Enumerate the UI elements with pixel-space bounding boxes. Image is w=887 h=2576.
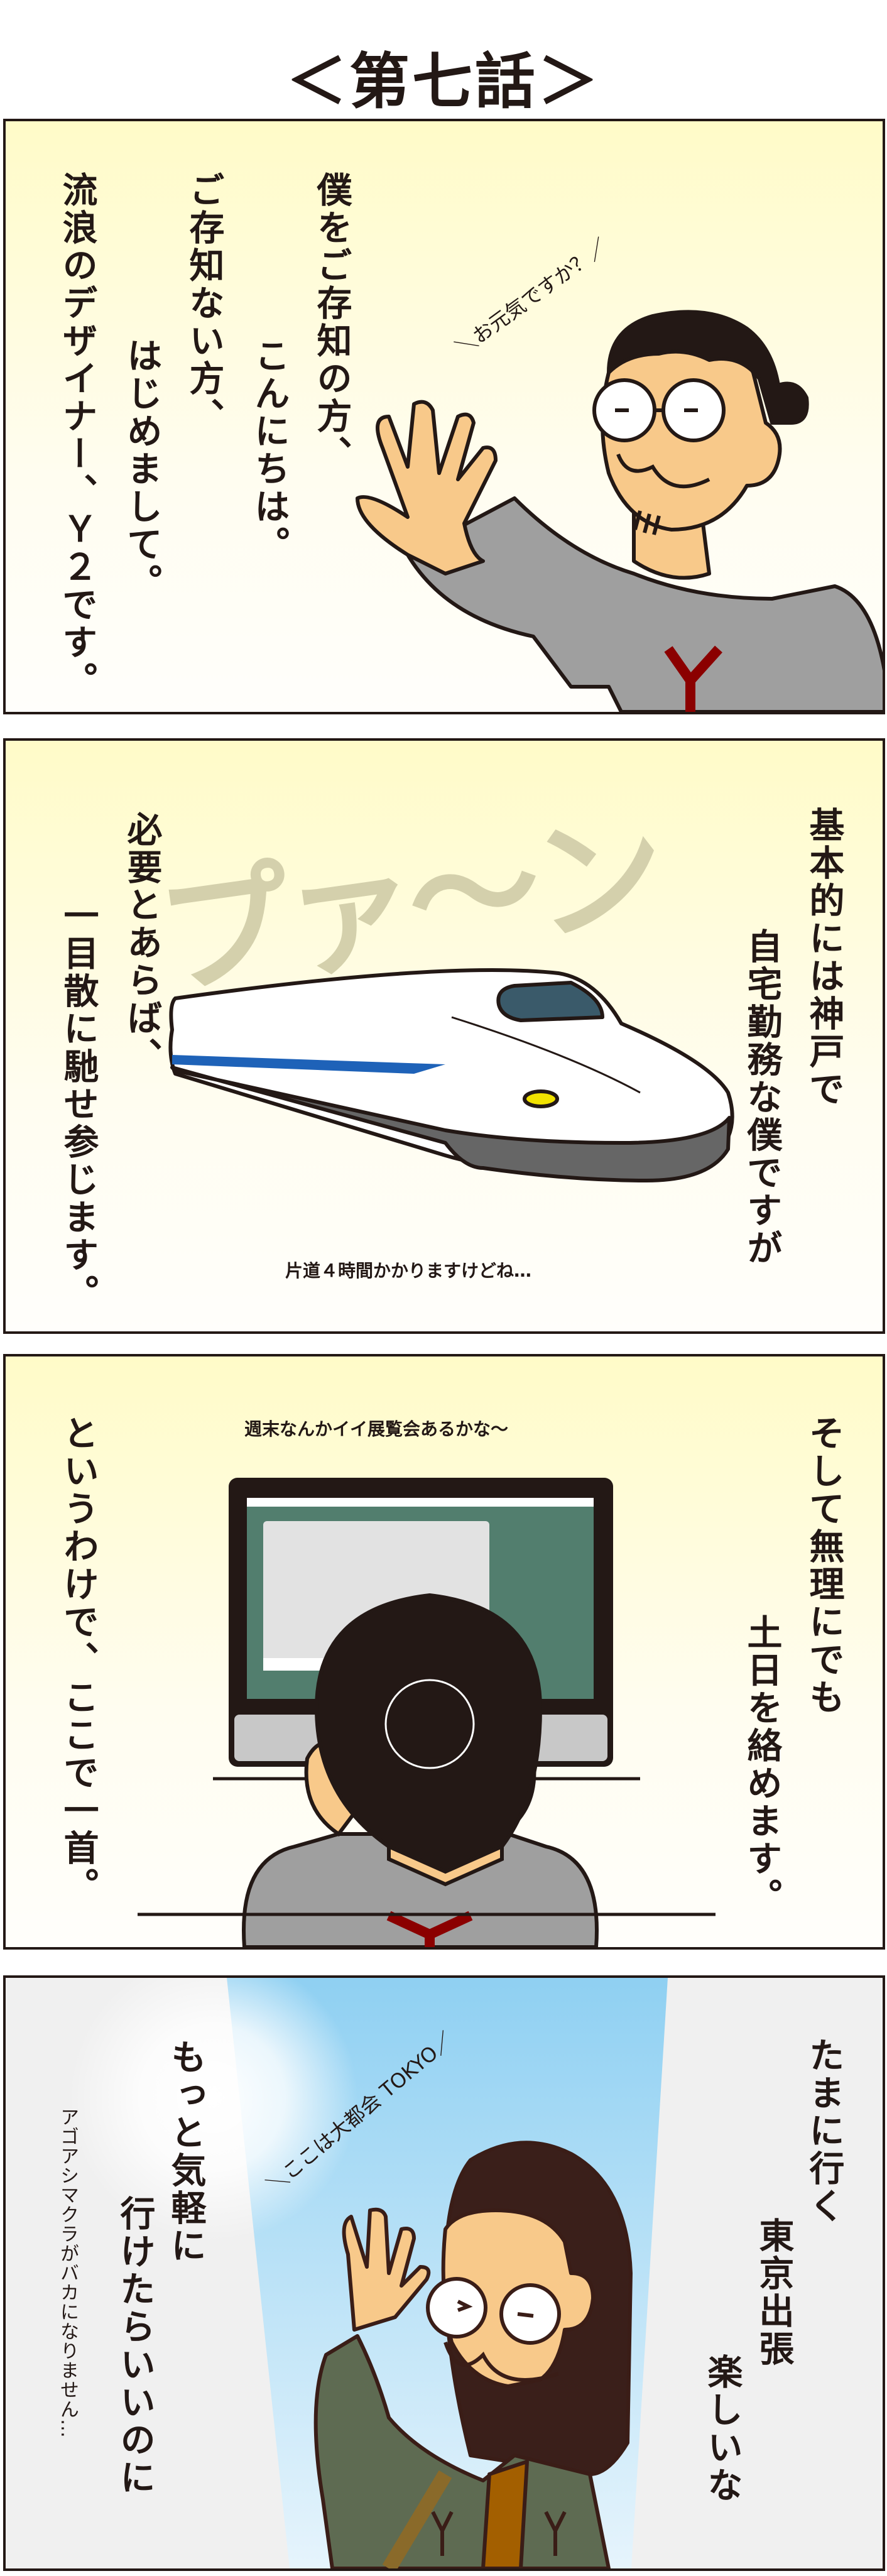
narration-line: 自宅勤務な僕ですが [741, 928, 782, 1267]
narration-line: そして無理にでも [803, 1415, 844, 1716]
narration-line: たまに行く [803, 2037, 844, 2225]
narration-line: 僕をご存知の方、 [311, 172, 352, 473]
bullet-train-illustration [168, 968, 734, 1182]
narration-line: もっと気軽に [165, 2039, 206, 2265]
tokyo-character-illustration [68, 1978, 668, 2568]
aside-text: 片道４時間かかりますけどね… [285, 1260, 532, 1281]
narration-line: こんにちは。 [249, 337, 290, 564]
narration-line: 東京出張 [753, 2217, 794, 2368]
narration-line: 一目散に馳せ参じます。 [58, 897, 99, 1312]
comic-panel-4: ＼ここは大都会 TOKYO／ たまに行く 東京出張 楽しいな もっと気軽に 行け… [3, 1975, 885, 2571]
narration-line: 基本的には神戸で [803, 807, 844, 1108]
y-logo-icon [386, 1911, 473, 1947]
narration-line: というわけで、ここで一首。 [58, 1415, 99, 1905]
narration-line: 行けたらいいのに [114, 2195, 155, 2497]
waving-character-illustration [356, 310, 883, 712]
narration-line: ご存知ない方、 [183, 172, 224, 435]
narration-line: 楽しいな [702, 2354, 743, 2504]
desk-computer-illustration [138, 1478, 716, 1947]
y-logo-icon [664, 645, 722, 712]
comic-panel-3: 週末なんかイイ展覧会あるかな〜 そして無理にでも 土日を絡めます。 というわけで… [3, 1354, 885, 1950]
narration-line: はじめまして。 [121, 337, 162, 601]
narration-line: 土日を絡めます。 [741, 1614, 782, 1916]
narration-line: 必要とあらば、 [121, 811, 162, 1075]
narration-line: 流浪のデザイナー、Ｙ２です。 [57, 172, 97, 699]
aside-text: アゴアシマクラがバカになりません… [57, 2107, 79, 2438]
sun-glare [68, 1978, 357, 2242]
comic-panel-2: プァ〜ン 基本的には神戸で 自宅勤務な僕ですが 必要とあらば、 一目散に馳せ参じ… [3, 738, 885, 1334]
thought-text: 週末なんかイイ展覧会あるかな〜 [244, 1419, 509, 1439]
episode-title: ＜第七話＞ [286, 46, 601, 117]
comic-panel-1: 僕をご存知の方、 こんにちは。 ご存知ない方、 はじめまして。 流浪のデザイナー… [3, 119, 885, 714]
